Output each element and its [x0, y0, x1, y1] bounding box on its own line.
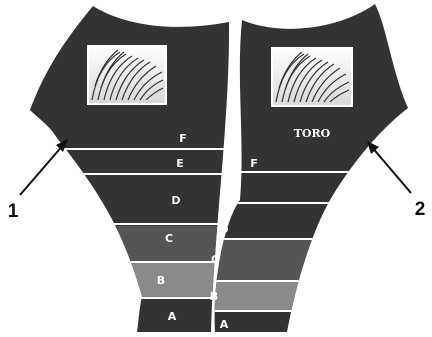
leader-line	[20, 144, 64, 195]
right-band-label-e: E	[233, 189, 241, 202]
left-band-label-e: E	[176, 157, 184, 170]
left-band-label-f: F	[179, 132, 187, 145]
left-band-b-fill	[0, 263, 240, 298]
leader-line	[371, 146, 411, 193]
right-band-label-a: A	[220, 318, 229, 331]
right-band-b-fill	[200, 282, 420, 312]
right-band-label-b: B	[210, 290, 218, 303]
left-band-label-c: C	[165, 232, 173, 245]
callout-1: 1	[8, 139, 68, 222]
left-band-c-fill	[0, 226, 240, 261]
left-decal: F E D C B A	[0, 6, 240, 332]
right-band-label-d: D	[219, 223, 228, 236]
callout-number: 2	[415, 199, 426, 220]
brand-logo-text: TORO	[294, 127, 331, 140]
grass-icon	[272, 48, 352, 106]
right-band-c-fill	[200, 240, 420, 280]
right-decal: TORO F E D C B A	[200, 4, 420, 332]
callout-2: 2	[367, 141, 425, 220]
right-band-label-c: C	[211, 253, 219, 266]
left-band-label-b: B	[157, 274, 165, 287]
callout-number: 1	[8, 201, 19, 222]
left-band-label-d: D	[171, 194, 180, 207]
right-band-label-f: F	[250, 157, 258, 170]
left-band-label-a: A	[168, 310, 177, 323]
grass-icon	[88, 46, 166, 104]
